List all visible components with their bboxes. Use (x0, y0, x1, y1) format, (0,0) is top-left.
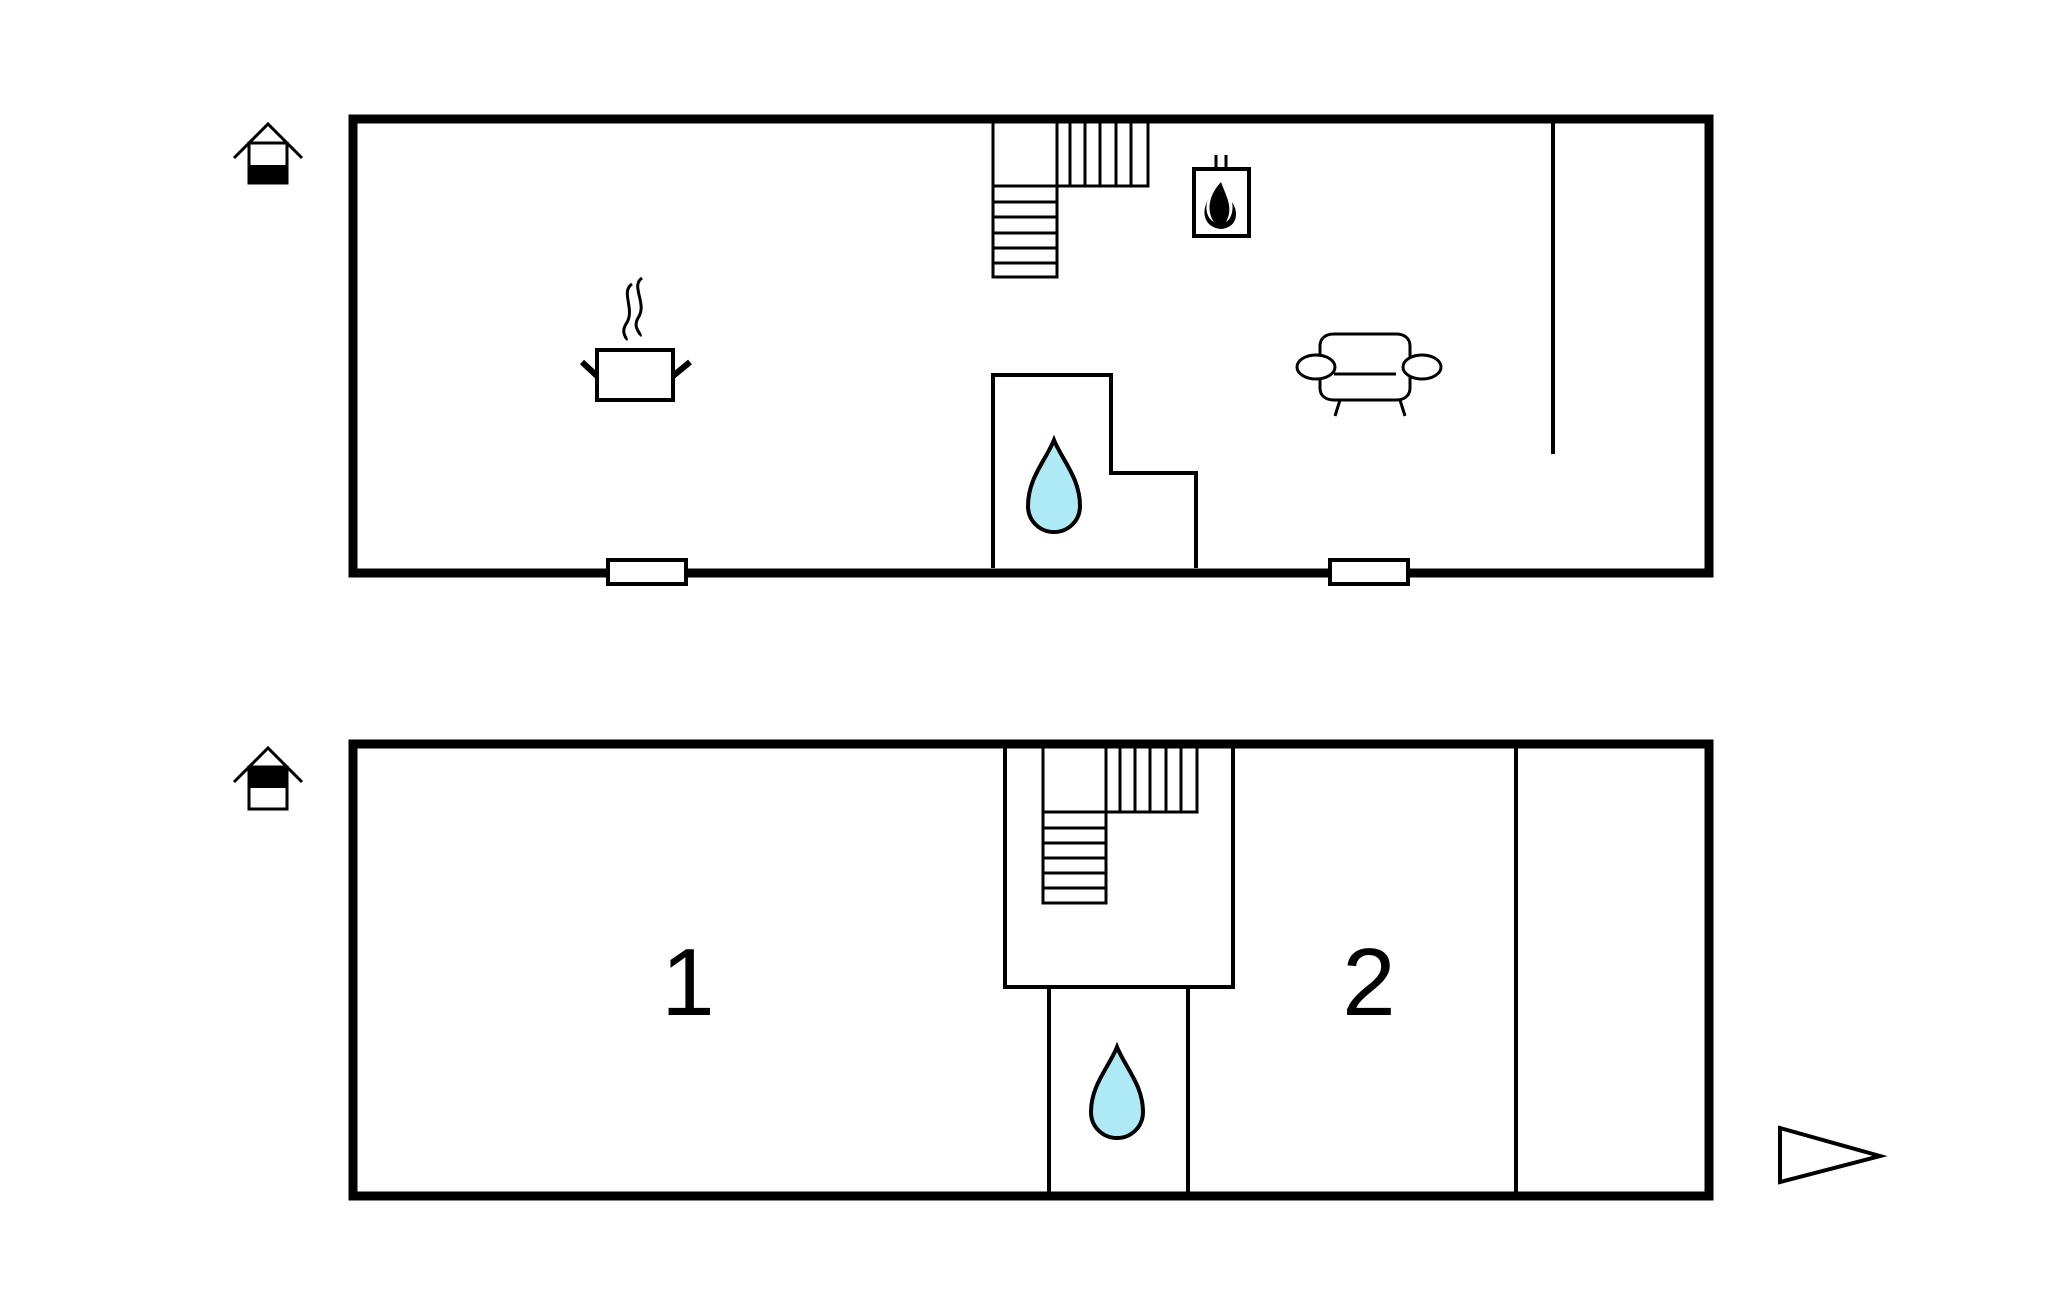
window (1328, 558, 1410, 586)
staircase-icon (1041, 748, 1199, 905)
upper-floor-plan (232, 114, 1714, 586)
water-drop-icon (1025, 434, 1083, 535)
staircase-icon (991, 123, 1150, 279)
water-drop-icon (1088, 1041, 1146, 1141)
upper-floor-outline (348, 114, 1714, 578)
sofa-icon (1295, 332, 1443, 417)
bathroom-wall (991, 373, 1198, 568)
ground-floor-outline (348, 739, 1714, 1201)
house-upper-floor-icon (232, 121, 304, 185)
ground-floor-plan: 1 2 (232, 739, 1714, 1201)
stair-hall-wall (1003, 748, 1235, 989)
room-number-2: 2 (1342, 929, 1395, 1036)
house-ground-floor-icon (232, 745, 304, 811)
window (606, 558, 688, 586)
room-number-1: 1 (661, 929, 714, 1036)
cooking-pot-icon (579, 276, 692, 402)
fireplace-icon (1192, 155, 1251, 238)
direction-arrow-icon (1778, 1125, 1888, 1185)
